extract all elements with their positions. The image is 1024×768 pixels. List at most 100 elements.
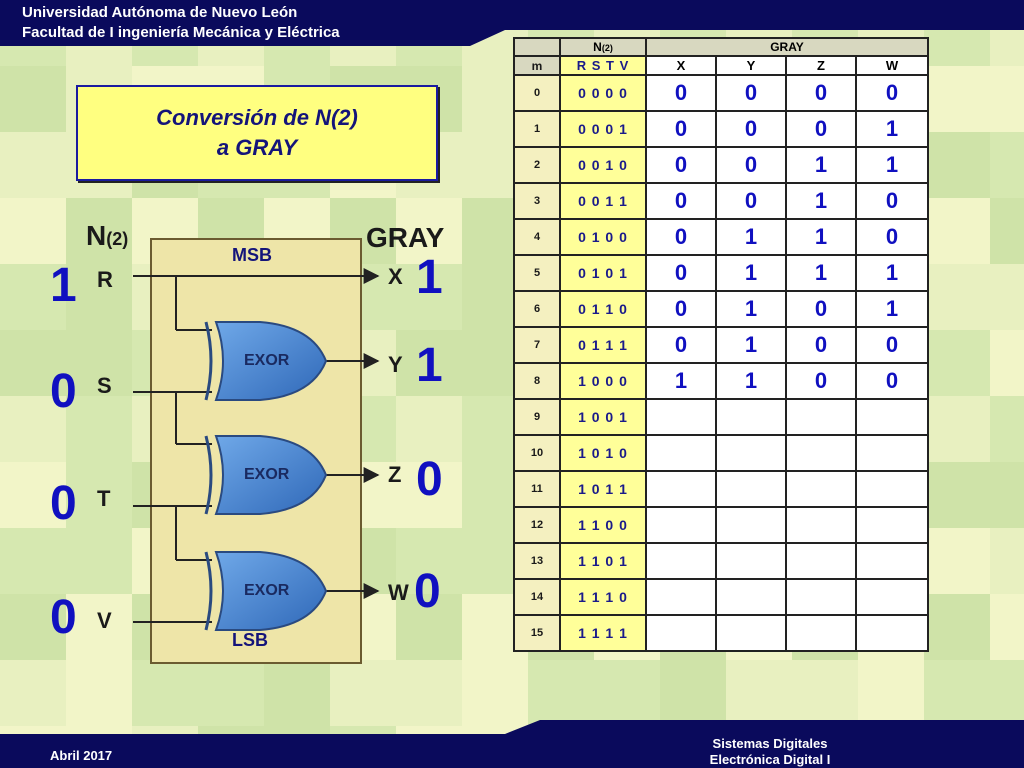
group-header-n: N(2) bbox=[559, 37, 647, 57]
cell-gray-y: 0 bbox=[715, 146, 787, 184]
cell-m: 11 bbox=[513, 470, 561, 508]
cell-n: 1 0 1 0 bbox=[559, 434, 647, 472]
course-line-1: Sistemas Digitales bbox=[712, 736, 828, 751]
cell-gray-w bbox=[855, 434, 929, 472]
cell-gray-y bbox=[715, 614, 787, 652]
output-value-w: 0 bbox=[414, 565, 441, 618]
cell-gray-z bbox=[785, 398, 857, 436]
cell-m: 5 bbox=[513, 254, 561, 292]
cell-gray-y bbox=[715, 434, 787, 472]
msb-label: MSB bbox=[232, 245, 272, 265]
cell-gray-x: 0 bbox=[645, 110, 717, 148]
cell-gray-x: 0 bbox=[645, 146, 717, 184]
cell-gray-z bbox=[785, 614, 857, 652]
cell-m: 15 bbox=[513, 614, 561, 652]
cell-gray-w: 1 bbox=[855, 146, 929, 184]
footer-band bbox=[0, 720, 1024, 768]
cell-gray-w: 0 bbox=[855, 74, 929, 112]
cell-gray-y: 0 bbox=[715, 110, 787, 148]
exor-gate-3 bbox=[204, 551, 328, 631]
input-name-t: T bbox=[97, 486, 111, 511]
input-value-s: 0 bbox=[50, 365, 77, 418]
cell-m: 0 bbox=[513, 74, 561, 112]
input-name-r: R bbox=[97, 267, 113, 292]
cell-gray-w: 0 bbox=[855, 362, 929, 400]
col-header-y: Y bbox=[715, 55, 787, 76]
cell-n: 1 1 0 1 bbox=[559, 542, 647, 580]
cell-gray-w bbox=[855, 542, 929, 580]
cell-m: 2 bbox=[513, 146, 561, 184]
cell-gray-x: 1 bbox=[645, 362, 717, 400]
cell-gray-y: 0 bbox=[715, 74, 787, 112]
cell-gray-w: 1 bbox=[855, 254, 929, 292]
input-name-v: V bbox=[97, 608, 112, 633]
cell-gray-w: 0 bbox=[855, 218, 929, 256]
cell-gray-z: 0 bbox=[785, 110, 857, 148]
output-name-z: Z bbox=[388, 462, 402, 487]
cell-n: 1 0 0 0 bbox=[559, 362, 647, 400]
col-header-z: Z bbox=[785, 55, 857, 76]
cell-gray-y: 1 bbox=[715, 290, 787, 328]
cell-gray-z bbox=[785, 542, 857, 580]
cell-n: 0 0 0 1 bbox=[559, 110, 647, 148]
course-line-2: Electrónica Digital I bbox=[709, 752, 831, 767]
university-name: Universidad Autónoma de Nuevo León bbox=[22, 4, 298, 21]
cell-gray-z bbox=[785, 578, 857, 616]
cell-m: 13 bbox=[513, 542, 561, 580]
cell-gray-y bbox=[715, 506, 787, 544]
cell-n: 0 1 1 1 bbox=[559, 326, 647, 364]
cell-m: 8 bbox=[513, 362, 561, 400]
table-group-header: N(2) GRAY bbox=[513, 37, 929, 57]
cell-m: 14 bbox=[513, 578, 561, 616]
slide-title: Conversión de N(2) a GRAY bbox=[76, 85, 438, 181]
cell-gray-x bbox=[645, 542, 717, 580]
cell-gray-z: 0 bbox=[785, 290, 857, 328]
input-value-t: 0 bbox=[50, 477, 77, 530]
cell-gray-y: 1 bbox=[715, 362, 787, 400]
cell-m: 7 bbox=[513, 326, 561, 364]
cell-gray-w: 1 bbox=[855, 290, 929, 328]
cell-gray-x bbox=[645, 470, 717, 508]
input-value-v: 0 bbox=[50, 591, 77, 644]
cell-gray-x bbox=[645, 434, 717, 472]
output-value-z: 0 bbox=[416, 453, 443, 506]
output-name-w: W bbox=[388, 580, 409, 605]
cell-gray-x: 0 bbox=[645, 254, 717, 292]
cell-n: 0 1 1 0 bbox=[559, 290, 647, 328]
cell-gray-z: 1 bbox=[785, 254, 857, 292]
cell-gray-y bbox=[715, 470, 787, 508]
cell-gray-z: 0 bbox=[785, 74, 857, 112]
cell-gray-w: 0 bbox=[855, 326, 929, 364]
input-value-r: 1 bbox=[50, 259, 77, 312]
cell-gray-w bbox=[855, 614, 929, 652]
group-header-gray: GRAY bbox=[645, 37, 929, 57]
gate-label-3: EXOR bbox=[244, 582, 290, 599]
output-name-x: X bbox=[388, 264, 403, 289]
footer-course: Sistemas Digitales Electrónica Digital I bbox=[690, 736, 850, 768]
cell-gray-z: 1 bbox=[785, 146, 857, 184]
col-header-w: W bbox=[855, 55, 929, 76]
cell-gray-y bbox=[715, 578, 787, 616]
footer-date: Abril 2017 bbox=[50, 748, 113, 763]
cell-m: 10 bbox=[513, 434, 561, 472]
cell-gray-z bbox=[785, 434, 857, 472]
cell-n: 0 0 1 0 bbox=[559, 146, 647, 184]
cell-gray-y bbox=[715, 542, 787, 580]
cell-gray-z: 0 bbox=[785, 326, 857, 364]
cell-gray-x bbox=[645, 578, 717, 616]
cell-gray-x: 0 bbox=[645, 218, 717, 256]
